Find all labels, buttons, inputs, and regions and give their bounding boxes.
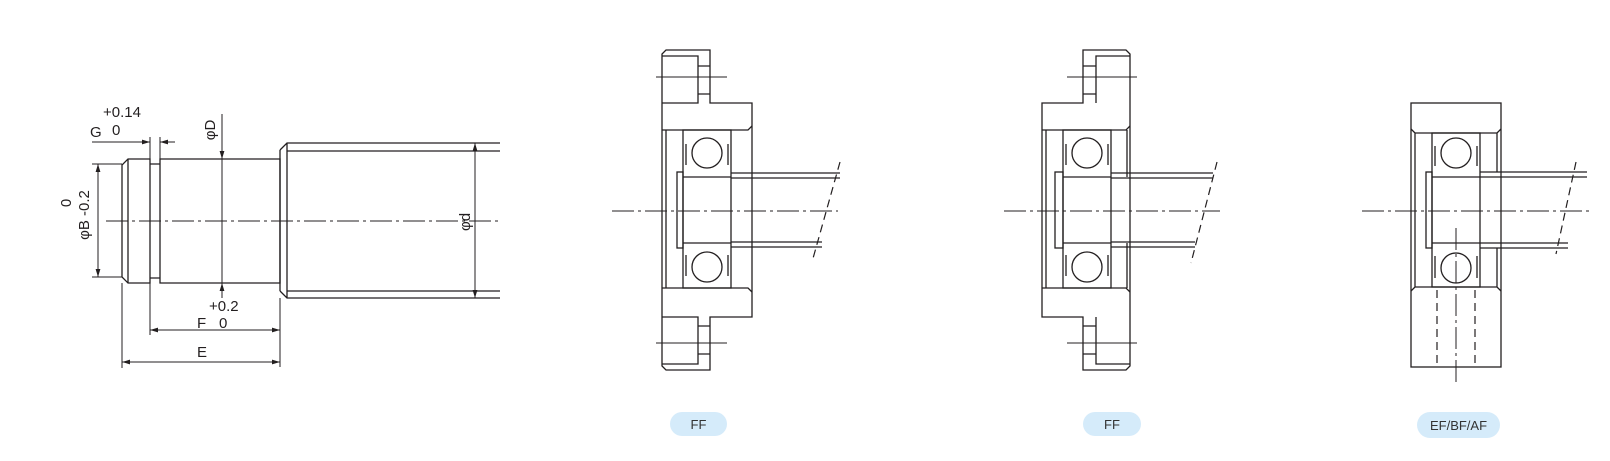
bearing-drawing-ef-bf-af	[1362, 102, 1590, 385]
bearing-drawing-ff-1	[612, 49, 841, 371]
e-label: E	[197, 344, 207, 361]
g-tolerance-lower: 0	[112, 122, 120, 139]
bearing-drawing-ff-2	[1004, 49, 1220, 371]
shaft-end-drawing: +0.14 G 0 φD φB -0.2 0 φd +0.2 F 0 E	[58, 104, 500, 368]
phi-d-small-label: φd	[457, 213, 474, 231]
variant-badge-ef-bf-af	[1417, 412, 1500, 438]
variant-label-ef-bf-af: EF/BF/AF	[1430, 418, 1487, 433]
f-tolerance-lower: 0	[219, 315, 227, 332]
phi-d-large-label: φD	[202, 120, 219, 141]
g-tolerance-upper: +0.14	[103, 104, 141, 121]
g-label: G	[90, 124, 102, 141]
variant-badge-ff-2	[1083, 412, 1141, 436]
variant-label-ff-2: FF	[1104, 417, 1120, 432]
variant-badge-ff-1	[670, 412, 727, 436]
phi-b-tolerance-upper: 0	[58, 199, 75, 207]
f-tolerance-upper: +0.2	[209, 298, 239, 315]
phi-b-label: φB -0.2	[76, 190, 93, 240]
variant-label-ff-1: FF	[691, 417, 707, 432]
f-label: F	[197, 315, 206, 332]
